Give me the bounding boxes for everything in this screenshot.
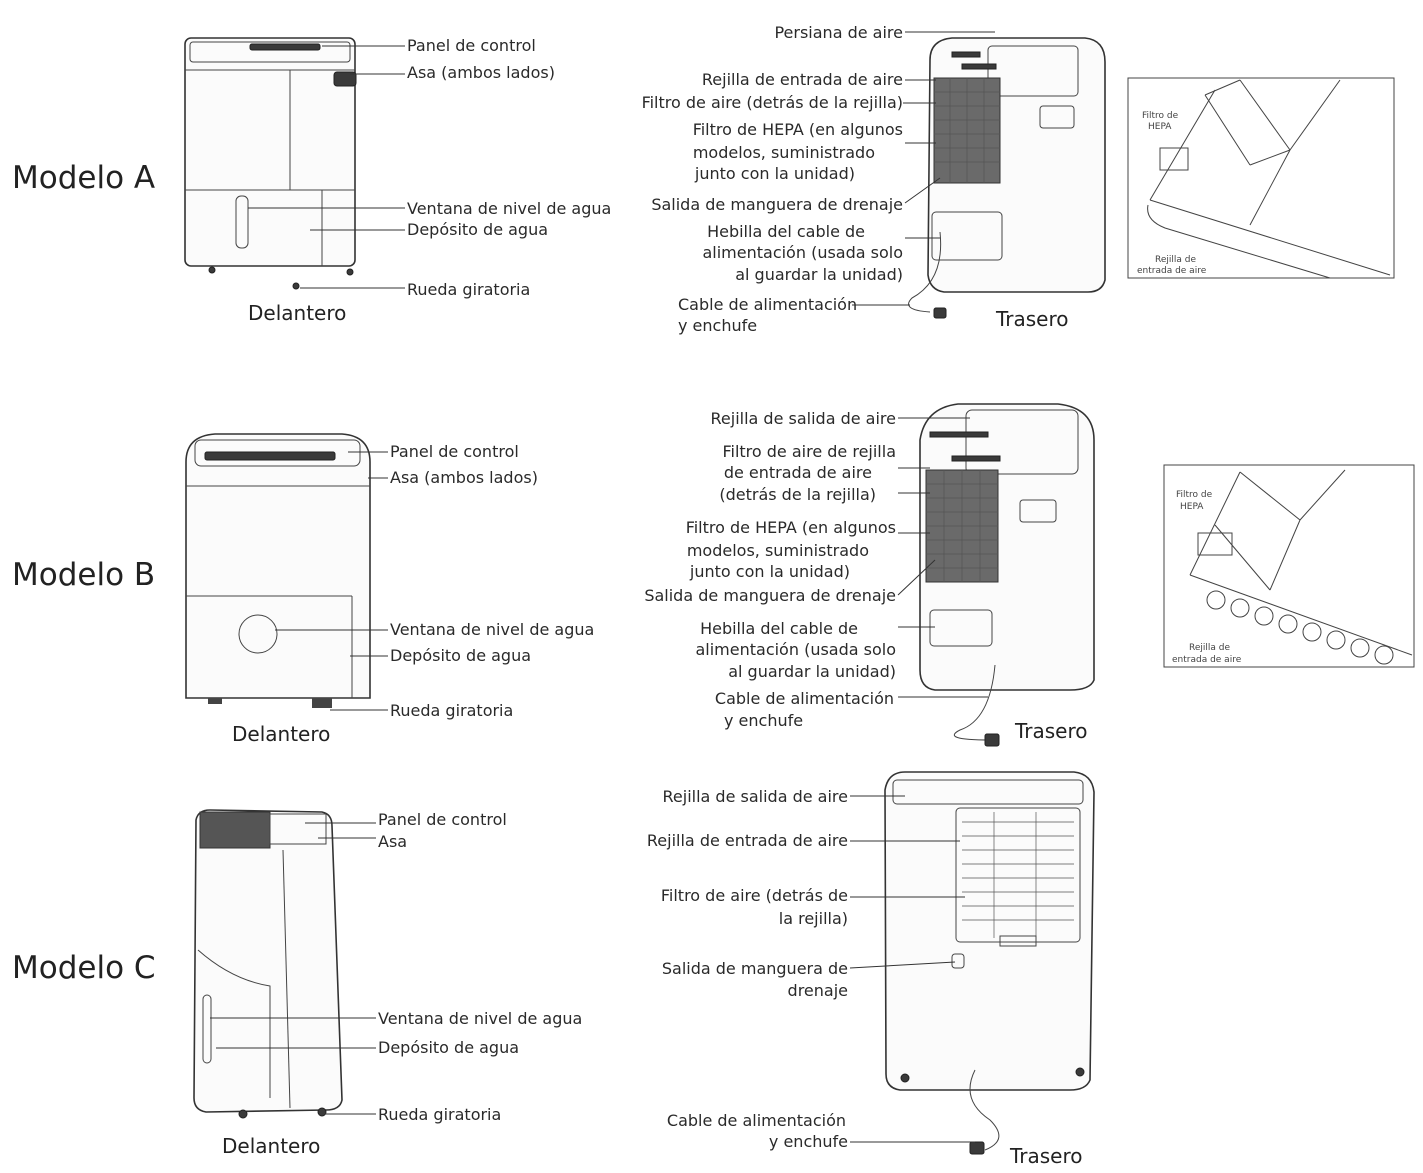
model-b-front-leaders <box>275 451 388 711</box>
model-b-back-unit <box>919 403 1095 747</box>
model-c-back-label-cable-1: Cable de alimentación <box>667 1111 846 1130</box>
model-c-label-water-window: Ventana de nivel de agua <box>378 1009 582 1028</box>
model-c-label-wheel: Rueda giratoria <box>378 1105 501 1124</box>
model-b-label-water-window: Ventana de nivel de agua <box>390 620 594 639</box>
model-c-back-label-intake: Rejilla de entrada de aire <box>647 831 848 850</box>
model-c-back-view-label: Trasero <box>1009 1144 1083 1168</box>
model-b-back-label-buckle-2: alimentación (usada solo <box>695 640 896 659</box>
model-b-back-label-filter-1: Filtro de aire de rejilla <box>722 442 896 461</box>
model-a-label-water-window: Ventana de nivel de agua <box>407 199 611 218</box>
model-b-label-wheel: Rueda giratoria <box>390 701 513 720</box>
model-b-front-view-label: Delantero <box>232 722 330 746</box>
model-c-front-unit <box>193 809 343 1119</box>
model-b-back-label-outlet: Rejilla de salida de aire <box>711 409 896 428</box>
model-a-label-panel-control: Panel de control <box>407 36 536 55</box>
model-b-detail-grille-1: Rejilla de <box>1189 643 1230 653</box>
model-a-back-label-buckle-3: al guardar la unidad) <box>735 265 903 284</box>
model-b-back-label-hepa-1: Filtro de HEPA (en algunos <box>686 518 896 537</box>
model-a-back-label-hepa-1: Filtro de HEPA (en algunos <box>693 120 903 139</box>
model-a-label-handle: Asa (ambos lados) <box>407 63 555 82</box>
model-c-label-water-tank: Depósito de agua <box>378 1038 519 1057</box>
model-b-back-label-filter-3: (detrás de la rejilla) <box>719 485 876 504</box>
model-a-back-unit <box>908 37 1106 319</box>
model-a-back-label-drain: Salida de manguera de drenaje <box>651 195 903 214</box>
model-a-back-label-buckle-1: Hebilla del cable de <box>707 222 865 241</box>
model-b-back-leaders <box>897 417 988 698</box>
model-b-back-label-hepa-2: modelos, suministrado <box>687 541 869 560</box>
model-b-front-unit <box>185 433 371 708</box>
model-a-detail-hepa-1: Filtro de <box>1142 111 1179 121</box>
model-c-back-label-filter-2: la rejilla) <box>779 909 848 928</box>
model-b-label-panel-control: Panel de control <box>390 442 519 461</box>
model-b-detail-hepa-2: HEPA <box>1180 502 1204 512</box>
model-a-back-label-louver: Persiana de aire <box>774 23 903 42</box>
model-a-label-water-tank: Depósito de agua <box>407 220 548 239</box>
model-c-front-view-label: Delantero <box>222 1134 320 1158</box>
model-b-label-handle: Asa (ambos lados) <box>390 468 538 487</box>
model-c-back-label-drain-1: Salida de manguera de <box>662 959 848 978</box>
model-b-detail-hepa-1: Filtro de <box>1176 490 1213 500</box>
model-a-back-label-intake-grille: Rejilla de entrada de aire <box>702 70 903 89</box>
model-a-detail-hepa-2: HEPA <box>1148 122 1172 132</box>
model-c-front-leaders <box>210 822 376 1115</box>
model-b-back-label-hepa-3: junto con la unidad) <box>689 562 850 581</box>
model-a-back-label-cable-1: Cable de alimentación <box>678 295 857 314</box>
model-a-detail-grille-1: Rejilla de <box>1155 255 1196 265</box>
model-a-back-view-label: Trasero <box>995 307 1069 331</box>
model-b-back-label-cable-2: y enchufe <box>724 711 803 730</box>
model-a-front-view-label: Delantero <box>248 301 346 325</box>
model-c-back-label-outlet: Rejilla de salida de aire <box>663 787 848 806</box>
model-c-back-label-cable-2: y enchufe <box>769 1132 848 1151</box>
model-c-title: Modelo C <box>12 950 156 986</box>
model-b-title: Modelo B <box>12 557 155 593</box>
model-b-back-label-buckle-3: al guardar la unidad) <box>728 662 896 681</box>
model-a-back-label-hepa-3: junto con la unidad) <box>694 164 855 183</box>
model-a-label-wheel: Rueda giratoria <box>407 280 530 299</box>
model-a-back-label-hepa-2: modelos, suministrado <box>693 143 875 162</box>
model-b-back-view-label: Trasero <box>1014 719 1088 743</box>
model-b-back-label-filter-2: de entrada de aire <box>724 463 872 482</box>
model-a-back-label-cable-2: y enchufe <box>678 316 757 335</box>
model-b-detail-grille-2: entrada de aire <box>1172 655 1242 665</box>
model-a-front-unit <box>184 37 357 290</box>
model-b-back-label-drain: Salida de manguera de drenaje <box>644 586 896 605</box>
model-b-back-label-buckle-1: Hebilla del cable de <box>700 619 858 638</box>
model-c-label-panel-control: Panel de control <box>378 810 507 829</box>
model-a-detail-grille-2: entrada de aire <box>1137 266 1207 276</box>
model-a-filter-detail: Filtro de HEPA Rejilla de entrada de air… <box>1127 77 1395 279</box>
model-a-back-label-air-filter: Filtro de aire (detrás de la rejilla) <box>642 93 903 112</box>
model-c-back-unit <box>884 771 1095 1155</box>
model-c-back-label-filter-1: Filtro de aire (detrás de <box>661 886 848 905</box>
model-a-title: Modelo A <box>12 160 155 196</box>
model-c-label-handle: Asa <box>378 832 407 851</box>
model-a-back-label-buckle-2: alimentación (usada solo <box>702 243 903 262</box>
model-a-front-leaders <box>248 45 405 289</box>
model-b-label-water-tank: Depósito de agua <box>390 646 531 665</box>
model-c-back-label-drain-2: drenaje <box>788 981 848 1000</box>
model-a-back-leaders <box>852 31 995 306</box>
model-b-filter-detail: Filtro de HEPA Rejilla de entrada de air… <box>1163 464 1415 668</box>
model-b-back-label-cable-1: Cable de alimentación <box>715 689 894 708</box>
model-c-back-leaders <box>849 795 975 1143</box>
